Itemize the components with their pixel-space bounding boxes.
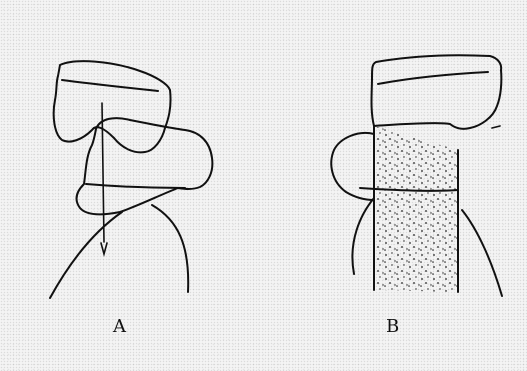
panel-b-upper-bone <box>372 55 502 129</box>
panel-b-label: B <box>386 318 399 336</box>
panel-b <box>331 55 502 296</box>
panel-a-lower-bone-line <box>86 184 185 188</box>
panel-b-graft-fill <box>370 120 462 295</box>
panel-a <box>50 61 212 298</box>
panel-a-lower-bone <box>77 118 213 214</box>
panel-a-guide-wire <box>102 103 104 242</box>
panel-a-shaft-left <box>50 212 122 298</box>
panel-a-shaft-right <box>152 205 188 292</box>
panel-a-upper-bone-line <box>62 80 158 91</box>
panel-b-shaft-right <box>462 210 502 296</box>
panel-b-pin-mark <box>492 126 500 128</box>
panel-b-lower-bone-left <box>331 133 374 200</box>
panel-b-upper-bone-line <box>378 72 488 84</box>
panel-a-label: A <box>113 318 126 336</box>
panel-b-shaft-left <box>352 198 374 274</box>
panel-a-upper-bone <box>54 61 171 152</box>
panel-a-wire-tip <box>101 243 107 254</box>
